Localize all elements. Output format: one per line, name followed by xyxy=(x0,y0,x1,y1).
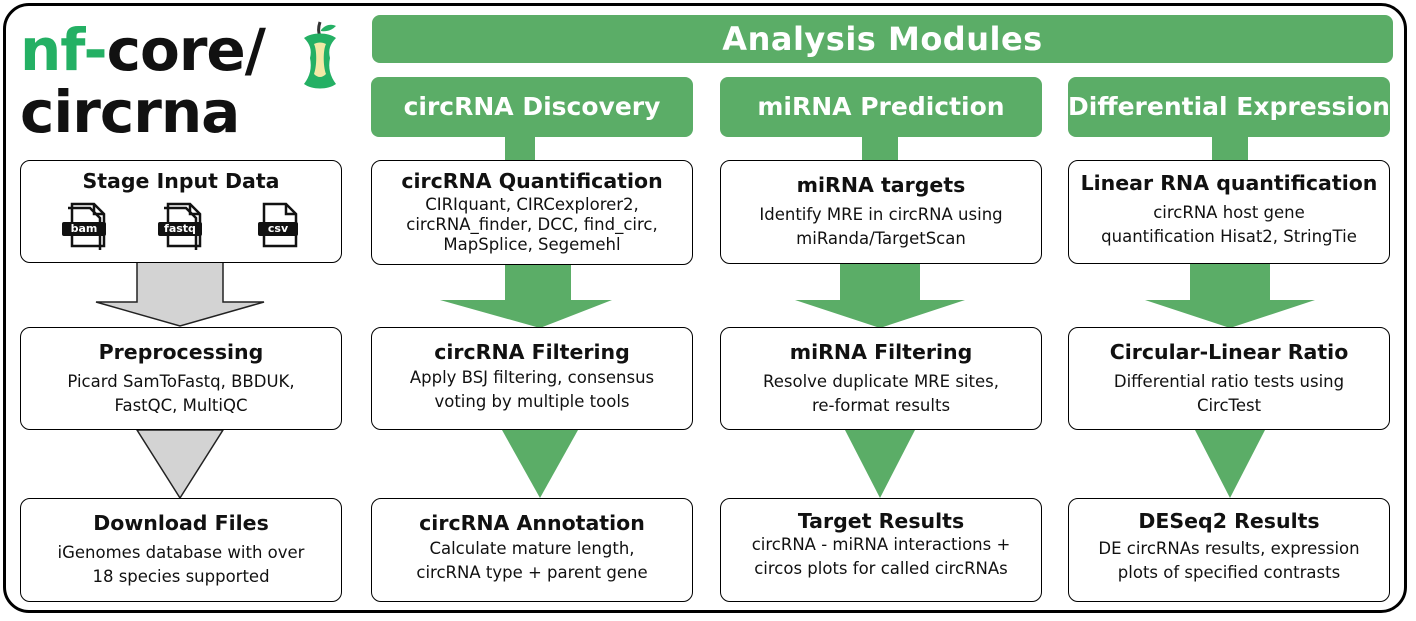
download-files-title: Download Files xyxy=(93,511,269,535)
green-arrow-col3-1 xyxy=(1145,263,1315,328)
logo-nf: nf xyxy=(20,16,85,84)
green-arrow-col3-2 xyxy=(1195,430,1265,498)
circrna-filtering-line-1: Apply BSJ filtering, consensus xyxy=(409,368,655,387)
circrna-quantification-title: circRNA Quantification xyxy=(401,169,663,193)
linear-rna-quantification-line-1: circRNA host gene xyxy=(1153,203,1305,222)
circrna-quantification-box: circRNA Quantification CIRIquant, CIRCex… xyxy=(371,160,693,265)
deseq2-results-line-1: DE circRNAs results, expression xyxy=(1098,539,1360,558)
target-results-line-2: circos plots for called circRNAs xyxy=(754,559,1008,578)
stage-input-data-title: Stage Input Data xyxy=(82,169,280,193)
deseq2-results-box: DESeq2 Results DE circRNAs results, expr… xyxy=(1068,498,1390,602)
circrna-annotation-title: circRNA Annotation xyxy=(419,511,645,535)
module-mirna-prediction: miRNA Prediction xyxy=(720,77,1042,137)
circrna-quantification-line-3: MapSplice, Segemehl xyxy=(443,235,621,254)
circular-linear-ratio-line-1: Differential ratio tests using xyxy=(1113,372,1345,391)
target-results-line-1: circRNA - miRNA interactions + xyxy=(751,535,1011,554)
circrna-annotation-line-1: Calculate mature length, xyxy=(429,539,635,558)
preprocessing-line-1: Picard SamToFastq, BBDUK, xyxy=(67,372,295,391)
file-fastq-label: fastq xyxy=(158,222,202,236)
green-arrow-col1-1 xyxy=(440,263,612,328)
preprocessing-title: Preprocessing xyxy=(98,340,264,364)
grey-arrow-1 xyxy=(95,261,265,327)
file-csv-icon: csv xyxy=(254,200,304,254)
grey-arrow-2 xyxy=(135,429,225,500)
mirna-filtering-title: miRNA Filtering xyxy=(789,340,973,364)
file-fastq-icon: fastq xyxy=(158,200,208,254)
logo-dash: - xyxy=(83,16,108,84)
target-results-box: Target Results circRNA - miRNA interacti… xyxy=(720,498,1042,602)
download-files-line-2: 18 species supported xyxy=(92,567,270,586)
circrna-annotation-box: circRNA Annotation Calculate mature leng… xyxy=(371,498,693,602)
green-arrow-col2-1 xyxy=(795,263,965,328)
preprocessing-box: Preprocessing Picard SamToFastq, BBDUK, … xyxy=(20,327,342,430)
mirna-targets-line-1: Identify MRE in circRNA using xyxy=(759,205,1003,224)
download-files-box: Download Files iGenomes database with ov… xyxy=(20,498,342,602)
file-bam-icon: bam xyxy=(62,200,112,254)
logo-core: core/ xyxy=(106,16,266,84)
file-bam-label: bam xyxy=(62,222,106,236)
deseq2-results-title: DESeq2 Results xyxy=(1138,509,1320,533)
download-files-line-1: iGenomes database with over xyxy=(57,543,305,562)
analysis-modules-banner: Analysis Modules xyxy=(372,15,1393,63)
module-circrna-discovery: circRNA Discovery xyxy=(371,77,693,137)
deseq2-results-line-2: plots of specified contrasts xyxy=(1117,563,1341,582)
mirna-targets-box: miRNA targets Identify MRE in circRNA us… xyxy=(720,160,1042,264)
target-results-title: Target Results xyxy=(797,509,965,533)
preprocessing-line-2: FastQC, MultiQC xyxy=(114,396,248,415)
input-file-icons: bam fastq csv xyxy=(20,200,342,252)
linear-rna-quantification-box: Linear RNA quantification circRNA host g… xyxy=(1068,160,1390,264)
module-differential-expression: Differential Expression xyxy=(1068,77,1390,137)
circrna-filtering-title: circRNA Filtering xyxy=(434,340,630,364)
mirna-filtering-line-2: re-format results xyxy=(811,396,951,415)
circular-linear-ratio-line-2: CircTest xyxy=(1196,396,1262,415)
green-arrow-col2-2 xyxy=(845,430,915,498)
mirna-filtering-line-1: Resolve duplicate MRE sites, xyxy=(763,372,999,391)
mirna-targets-line-2: miRanda/TargetScan xyxy=(796,229,966,248)
circrna-quantification-line-2: circRNA_finder, DCC, find_circ, xyxy=(406,215,658,234)
circrna-filtering-box: circRNA Filtering Apply BSJ filtering, c… xyxy=(371,327,693,430)
file-csv-label: csv xyxy=(258,222,298,236)
logo-pipeline-name: circrna xyxy=(20,78,240,146)
linear-rna-quantification-line-2: quantification Hisat2, StringTie xyxy=(1101,227,1357,246)
outer-frame xyxy=(3,3,1407,613)
nf-core-logo: nf-core/ circrna xyxy=(20,21,266,146)
green-arrow-col1-2 xyxy=(502,430,578,498)
circular-linear-ratio-box: Circular-Linear Ratio Differential ratio… xyxy=(1068,327,1390,430)
circrna-annotation-line-2: circRNA type + parent gene xyxy=(416,563,648,582)
linear-rna-quantification-title: Linear RNA quantification xyxy=(1080,171,1378,195)
apple-core-icon xyxy=(304,21,336,89)
circrna-filtering-line-2: voting by multiple tools xyxy=(434,392,630,411)
circrna-quantification-line-1: CIRIquant, CIRCexplorer2, xyxy=(425,195,639,214)
circular-linear-ratio-title: Circular-Linear Ratio xyxy=(1109,340,1349,364)
mirna-filtering-box: miRNA Filtering Resolve duplicate MRE si… xyxy=(720,327,1042,430)
mirna-targets-title: miRNA targets xyxy=(796,173,966,197)
